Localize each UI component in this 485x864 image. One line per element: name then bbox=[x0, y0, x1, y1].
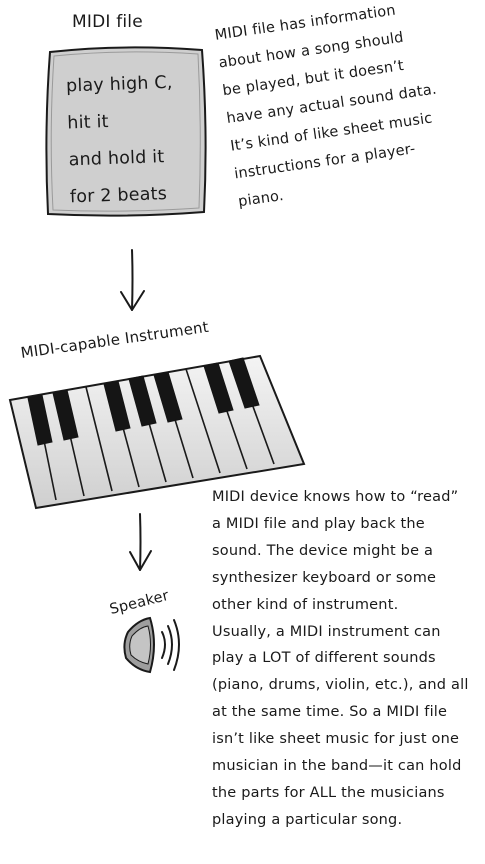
card-line: hit it bbox=[67, 112, 110, 134]
note-line: other kind of instrument. bbox=[212, 596, 399, 613]
speaker-icon bbox=[118, 610, 190, 684]
midi-file-card-text: play high C, hit it and hold it for 2 be… bbox=[65, 64, 210, 217]
card-line: and hold it bbox=[68, 147, 165, 171]
down-arrow-icon bbox=[126, 512, 156, 580]
card-line: play high C, bbox=[65, 72, 173, 97]
note-line: a MIDI file and play back the bbox=[212, 515, 425, 532]
down-arrow-icon bbox=[118, 248, 148, 318]
paper-card-icon bbox=[42, 42, 210, 220]
midi-device-note: MIDI device knows how to “read” a MIDI f… bbox=[212, 484, 482, 834]
note-line: synthesizer keyboard or some bbox=[212, 569, 437, 586]
note-line: (piano, drums, violin, etc.), and all bbox=[212, 677, 469, 694]
midi-file-note: MIDI file has information about how a so… bbox=[213, 0, 485, 216]
note-line: sound. The device might be a bbox=[212, 542, 434, 559]
note-line: play a LOT of different sounds bbox=[212, 650, 436, 667]
note-line: isn’t like sheet music for just one bbox=[212, 731, 460, 748]
note-line: the parts for ALL the musicians bbox=[212, 784, 445, 801]
note-line: at the same time. So a MIDI file bbox=[212, 704, 448, 721]
note-line: musician in the band—it can hold bbox=[212, 758, 462, 775]
piano-keyboard-icon bbox=[8, 338, 308, 522]
note-line: playing a particular song. bbox=[212, 811, 403, 828]
note-line: MIDI device knows how to “read” bbox=[212, 489, 459, 505]
card-line: for 2 beats bbox=[69, 184, 168, 208]
note-line: Usually, a MIDI instrument can bbox=[212, 623, 441, 640]
midi-file-label: MIDI file bbox=[72, 12, 143, 32]
